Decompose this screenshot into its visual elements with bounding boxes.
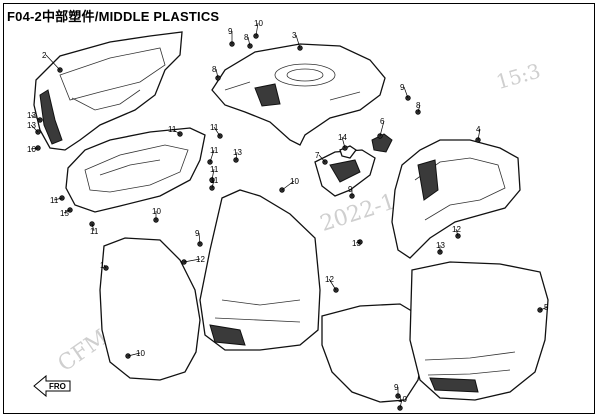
callout-label: 1 — [100, 261, 105, 270]
callout-label: 10 — [254, 19, 263, 28]
leader-line — [211, 168, 215, 181]
callout-label: 11 — [210, 165, 219, 174]
leader-line — [379, 120, 385, 137]
part-4-right-upper-panel — [391, 139, 521, 259]
part-5-right-footwell — [321, 261, 549, 403]
callout-label: 11 — [210, 176, 219, 185]
callout-label: 12 — [452, 225, 461, 234]
callout-label: 4 — [476, 125, 481, 134]
leader-line — [403, 86, 409, 99]
leader-line — [127, 352, 141, 357]
callout-label: 10 — [27, 145, 36, 154]
callout-label: 10 — [290, 177, 299, 186]
drawing-frame — [3, 3, 595, 414]
leader-line — [215, 68, 219, 79]
leader-line — [53, 197, 63, 201]
leader-line — [341, 136, 346, 149]
leader-line — [209, 149, 215, 163]
callout-label: 11 — [210, 146, 219, 155]
leader-line — [255, 22, 259, 37]
callout-label: 3 — [292, 31, 297, 40]
page-title: F04-2中部塑件/MIDDLE PLASTICS — [7, 9, 220, 24]
callout-label: 12 — [196, 255, 205, 264]
leader-line — [455, 228, 459, 237]
callout-label: 12 — [325, 275, 334, 284]
callout-label: 13 — [352, 239, 361, 248]
leader-line — [198, 232, 201, 245]
leader-line — [63, 209, 71, 214]
callout-label: 13 — [436, 241, 445, 250]
leader-line — [539, 306, 549, 311]
callout-label: 9 — [400, 83, 405, 92]
callout-label: 13 — [27, 121, 36, 130]
callout-label: 13 — [233, 148, 242, 157]
leader-line — [45, 54, 61, 71]
leader-line — [328, 278, 337, 291]
callout-label: 8 — [244, 33, 249, 42]
callout-label: 9 — [228, 27, 233, 36]
callout-label: 6 — [380, 117, 385, 126]
callout-label: 9 — [195, 229, 200, 238]
leader-line — [91, 223, 95, 232]
leader-line — [355, 241, 361, 244]
leader-line — [171, 128, 181, 135]
callout-label: 7 — [315, 151, 320, 160]
callout-label: 11 — [210, 123, 219, 132]
callout-label: 13 — [27, 111, 36, 120]
leader-line — [30, 114, 41, 121]
callout-label: 5 — [544, 303, 549, 312]
callout-label: 15 — [60, 209, 69, 218]
part-2-left-upper-panel — [33, 31, 183, 151]
part-11-floor-panel — [65, 127, 206, 213]
leader-line — [183, 258, 201, 263]
callout-label: 9 — [394, 383, 399, 392]
callout-label: 11 — [50, 196, 59, 205]
leader-line — [30, 124, 39, 133]
leader-line — [30, 147, 39, 150]
leader-line — [477, 128, 481, 141]
callout-label: 9 — [348, 185, 353, 194]
leader-line — [281, 180, 295, 191]
callout-label: 10 — [152, 207, 161, 216]
callout-label: 8 — [212, 65, 217, 74]
callout-label: 2 — [42, 51, 47, 60]
leader-line — [417, 104, 421, 113]
leader-line — [211, 179, 215, 189]
leader-line — [295, 34, 301, 49]
callout-label: 14 — [338, 133, 347, 142]
callout-label: 10 — [136, 349, 145, 358]
part-1-left-footwell — [99, 189, 321, 381]
callout-label: 11 — [90, 227, 99, 236]
leader-line — [318, 154, 326, 163]
front-direction-arrow: FRO — [33, 374, 71, 398]
leader-line — [213, 126, 221, 137]
leader-line — [103, 264, 107, 269]
callout-label: 11 — [168, 125, 177, 134]
leader-line — [247, 36, 251, 47]
callout-label: 10 — [398, 395, 407, 404]
front-arrow-label: FRO — [49, 382, 66, 391]
callout-label: 8 — [416, 101, 421, 110]
leader-line — [235, 151, 238, 161]
part-3-center-cover — [211, 43, 386, 146]
leader-lines-group — [30, 22, 549, 409]
leader-line — [399, 398, 403, 409]
